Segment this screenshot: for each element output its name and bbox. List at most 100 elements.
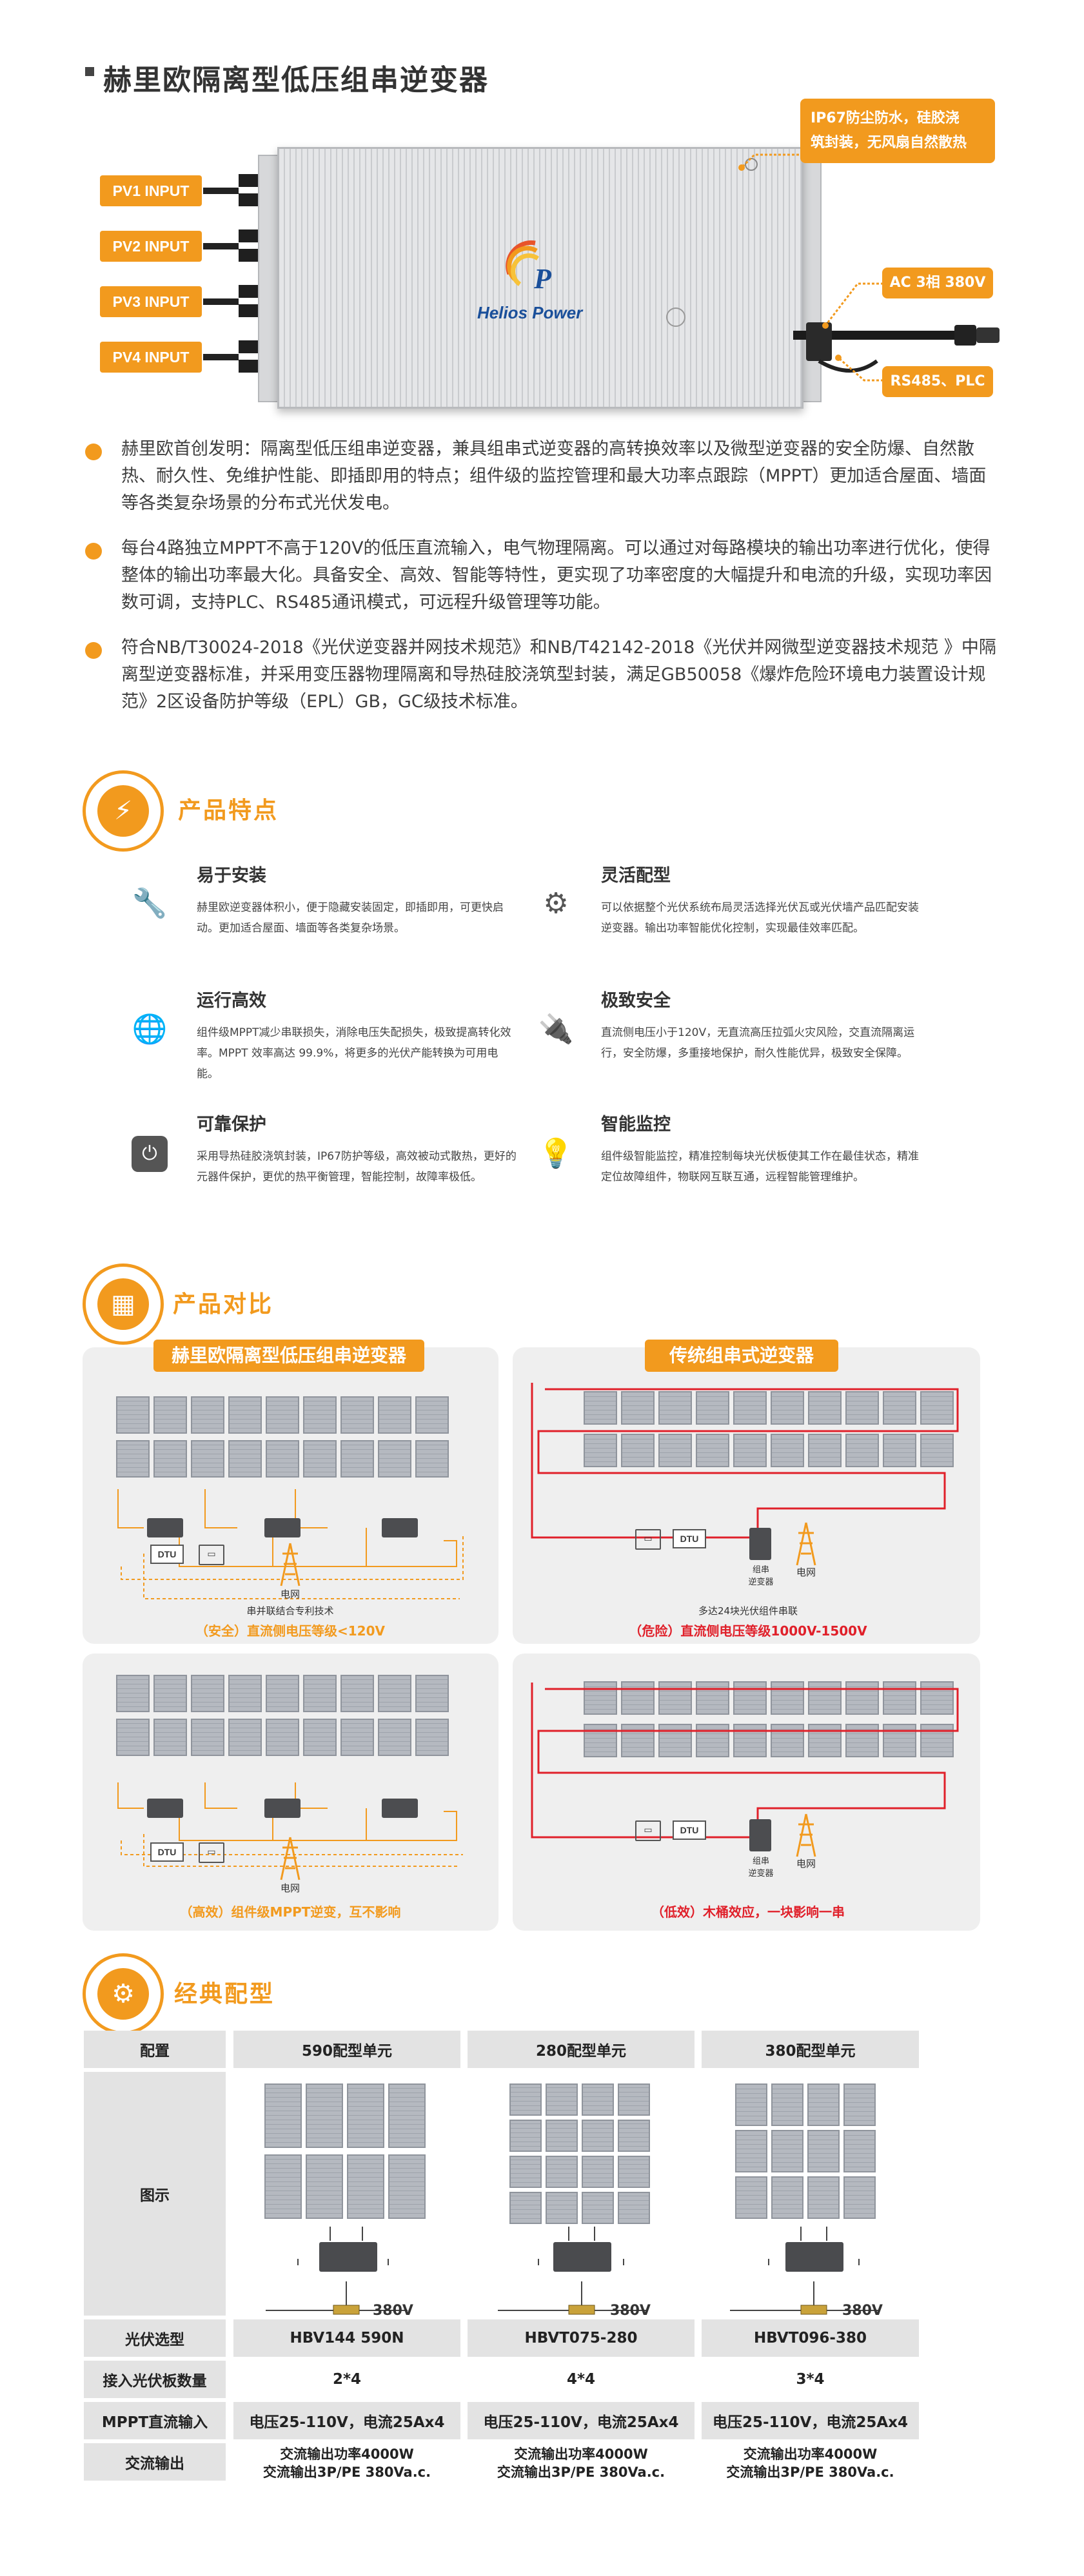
pv-module <box>191 1396 224 1434</box>
features-section-title: 产品特点 <box>178 797 279 824</box>
inverter-box <box>382 1518 418 1537</box>
pv-module <box>266 1675 299 1712</box>
dtu-label: DTU <box>673 1529 706 1548</box>
protection-icon: ⏻ <box>129 1133 170 1175</box>
pv-module <box>771 1681 804 1715</box>
config-mppt-590: 电压25-110V，电流25Ax4 <box>233 2402 460 2439</box>
feature-text-flexible: 可以依据整个光伏系统布局灵活选择光伏瓦或光伏墙产品匹配安装逆变器。输出功率智能优… <box>601 901 919 935</box>
config-ac-380: 交流输出功率4000W 交流输出3P/PE 380Va.c. <box>702 2443 919 2483</box>
pv-module <box>264 2083 302 2148</box>
inverter-box <box>147 1518 183 1537</box>
config-model-380: HBVT096-380 <box>702 2319 919 2357</box>
string-inverter-box <box>749 1819 771 1851</box>
traditional-top-wiring <box>531 1383 959 1539</box>
pv-module <box>306 2083 343 2148</box>
isolated-top-caption: （安全）直流侧电压等级<120V <box>195 1623 385 1639</box>
pv-module <box>735 2083 767 2126</box>
config-inverter-590 <box>319 2242 377 2272</box>
pv-module <box>509 2083 542 2116</box>
pv-module <box>191 1675 224 1712</box>
row-label-ac: 交流输出 <box>84 2443 226 2481</box>
computer-icon: ▭ <box>635 1529 661 1550</box>
pv-module <box>378 1675 411 1712</box>
pv-module <box>347 2083 384 2148</box>
ip67-callout: IP67防尘防水，硅胶浇 筑封装，无风扇自然散热 <box>800 99 995 163</box>
pv-module <box>733 1681 767 1715</box>
inverter-box <box>264 1518 301 1537</box>
ac-cable <box>793 322 1000 373</box>
row-label-diagram: 图示 <box>84 2072 226 2316</box>
config-wiring <box>266 2227 878 2315</box>
configs-section-title: 经典配型 <box>174 1981 275 2007</box>
ac-callout: AC 3相 380V <box>882 268 993 298</box>
pv-module <box>771 1391 804 1425</box>
pv-module <box>843 2130 876 2172</box>
left-panel-header: 赫里欧隔离型低压组串逆变器 <box>153 1340 424 1372</box>
title-marker <box>85 67 94 76</box>
config-ac-380-line2: 交流输出3P/PE 380Va.c. <box>726 2464 894 2480</box>
right-panel-header: 传统组串式逆变器 <box>645 1340 838 1372</box>
config-model-280: HBVT075-280 <box>468 2319 695 2357</box>
feature-text-protection: 采用导热硅胶浇筑封装，IP67防护等级，高效被动式散热，更好的元器件保护，更优的… <box>197 1150 517 1184</box>
traditional-bottom-caption: （低效）木桶效应，一块影响一串 <box>651 1904 845 1920</box>
pv-module <box>266 1719 299 1756</box>
helios-logo-icon: P <box>506 240 552 295</box>
computer-icon: ▭ <box>199 1545 224 1565</box>
svg-text:P: P <box>533 263 552 295</box>
config-header-590: 590配型单元 <box>233 2031 460 2068</box>
pv-module <box>582 2192 614 2224</box>
row-label-model: 光伏选型 <box>84 2319 226 2357</box>
config-header-380: 380配型单元 <box>702 2031 919 2068</box>
pv-module <box>920 1434 954 1467</box>
pv-module <box>658 1681 692 1715</box>
pv-module <box>883 1391 916 1425</box>
logo-text: Helios Power <box>477 303 583 322</box>
grid-tower-icon <box>796 1813 816 1857</box>
bullet-icon <box>85 642 102 659</box>
traditional-bottom-wiring <box>531 1683 959 1839</box>
pv-module <box>582 2083 614 2116</box>
intro-paragraph-2: 每台4路独立MPPT不高于120V的低压直流输入，电气物理隔离。可以通过对每路模… <box>121 538 992 612</box>
config-ac-380-line1: 交流输出功率4000W <box>743 2446 878 2462</box>
wrench-hand-icon: 🔧 <box>132 887 168 920</box>
config-ac-280-line1: 交流输出功率4000W <box>514 2446 648 2462</box>
pv-module <box>509 2156 542 2188</box>
voltage-label-280: 380V <box>610 2303 651 2319</box>
grid-tower-icon <box>796 1522 816 1566</box>
rs485-pointer <box>835 355 883 382</box>
configs-section-icon: ⚙ <box>83 1953 164 2034</box>
pv-module <box>883 1434 916 1467</box>
pv-module <box>845 1681 879 1715</box>
pv-module <box>618 2120 650 2152</box>
rs485-callout: RS485、PLC <box>882 366 993 397</box>
pv-module <box>303 1719 337 1756</box>
pv-module <box>266 1440 299 1478</box>
config-ac-280-line2: 交流输出3P/PE 380Va.c. <box>497 2464 665 2480</box>
pv-module <box>116 1396 150 1434</box>
pv-module <box>340 1396 374 1434</box>
screw-icon <box>745 158 758 171</box>
pv-module <box>618 2156 650 2188</box>
pv-module <box>378 1440 411 1478</box>
dtu-label: DTU <box>150 1842 184 1862</box>
config-inverter-280 <box>553 2242 611 2272</box>
gear-cycle-icon: ⚙ <box>543 887 569 920</box>
pv-module <box>584 1391 617 1425</box>
pv-module <box>582 2156 614 2188</box>
pv-module <box>546 2192 578 2224</box>
pv-module <box>340 1440 374 1478</box>
pv-module <box>584 1434 617 1467</box>
string-inverter-label: 组串 逆变器 <box>748 1857 774 1878</box>
bullet-icon <box>85 543 102 560</box>
pv-module <box>696 1681 729 1715</box>
pv-module <box>808 1434 842 1467</box>
row-label-config: 配置 <box>84 2031 226 2068</box>
comparison-section-icon: ▦ <box>83 1264 164 1345</box>
string-inverter-label: 组串 逆变器 <box>748 1565 774 1587</box>
pv-module <box>920 1391 954 1425</box>
pv-module <box>378 1719 411 1756</box>
grid-tower-icon <box>280 1543 301 1586</box>
intro-paragraph-3: 符合NB/T30024-2018《光伏逆变器并网技术规范》和NB/T42142-… <box>121 638 996 712</box>
pv-module <box>228 1396 262 1434</box>
feature-text-safe: 直流侧电压小于120V，无直流高压拉弧火灾风险，交直流隔离运行，安全防爆，多重接… <box>601 1026 915 1060</box>
